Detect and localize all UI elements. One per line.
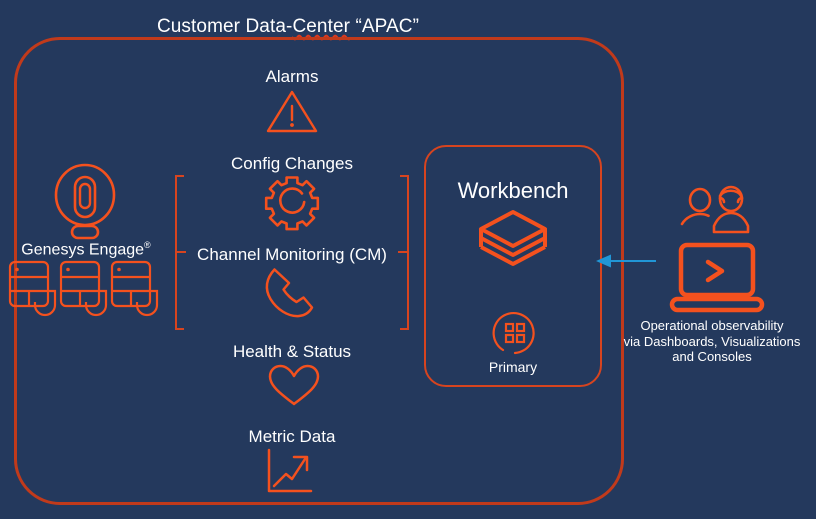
flow-label-channel-monitoring: Channel Monitoring (CM) xyxy=(197,245,387,264)
laptop-terminal-icon xyxy=(668,242,766,314)
gear-icon xyxy=(264,174,320,231)
observability-caption-line-2: via Dashboards, Visualizations xyxy=(623,333,801,349)
trademark-mark: ® xyxy=(144,240,151,250)
page-title: Customer Data-Center “APAC” xyxy=(0,16,576,38)
page-title-misspelled-word: Center xyxy=(292,16,351,37)
left-grouping-bracket xyxy=(172,175,188,330)
observability-caption-line-1: Operational observability xyxy=(640,318,784,333)
two-users-icon xyxy=(678,185,754,236)
data-center-boundary xyxy=(14,37,624,505)
workbench-container xyxy=(424,145,602,387)
warning-triangle-icon xyxy=(265,89,319,134)
workbench-title: Workbench xyxy=(457,178,569,203)
right-grouping-bracket xyxy=(396,175,412,330)
page-title-suffix: “APAC” xyxy=(350,16,420,37)
page-title-prefix: Customer Data- xyxy=(156,16,293,37)
observability-caption: Operational observability via Dashboards… xyxy=(608,318,816,365)
flow-label-config-changes: Config Changes xyxy=(231,154,353,173)
phone-handset-icon xyxy=(262,266,324,322)
flow-label-metric-data: Metric Data xyxy=(248,427,336,446)
line-chart-icon xyxy=(264,447,318,495)
source-product-name: Genesys Engage® xyxy=(6,240,166,259)
node-grid-circle-icon xyxy=(492,310,538,356)
genesys-logo-icon xyxy=(52,163,118,241)
observability-caption-line-3: and Consoles xyxy=(672,349,752,364)
layers-stack-icon xyxy=(477,209,549,271)
workbench-role-label: Primary xyxy=(488,359,538,375)
source-product-label: Genesys Engage xyxy=(21,241,145,259)
server-node-group xyxy=(8,260,159,324)
heart-icon xyxy=(267,363,321,407)
left-arrow-icon xyxy=(594,253,658,269)
flow-label-health-status: Health & Status xyxy=(232,342,352,361)
flow-label-alarms: Alarms xyxy=(265,67,319,86)
